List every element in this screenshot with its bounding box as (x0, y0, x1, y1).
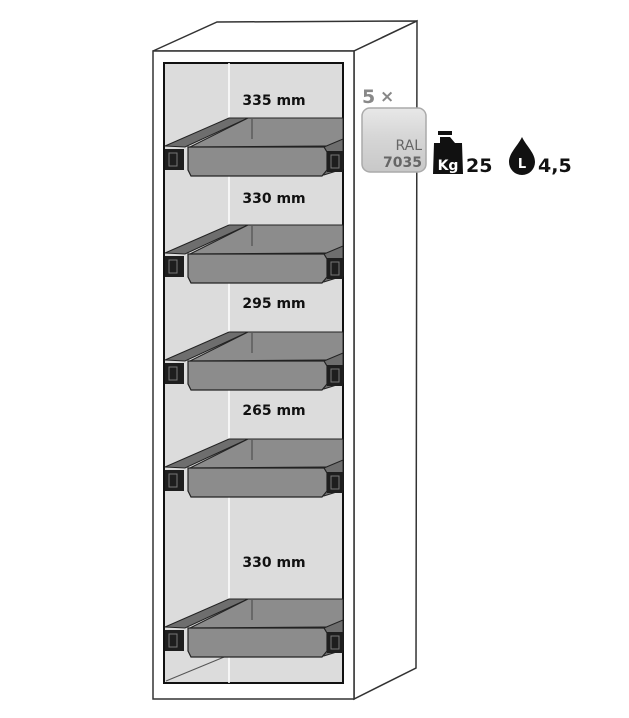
weight-icon: Kg (433, 131, 463, 174)
shelf-bracket-right (327, 365, 343, 386)
pullout-shelf (164, 224, 344, 284)
multiply-icon: × (380, 87, 394, 107)
shelf-bracket-left (165, 470, 184, 491)
shelf-bracket-left (165, 149, 184, 170)
liquid-drop-icon-text: L (518, 157, 526, 172)
compartment-labels: 335 mm 330 mm 295 mm 265 mm 330 mm (242, 93, 305, 571)
shelf-bracket-right (327, 472, 343, 493)
shelf-tray-floor (189, 224, 344, 255)
shelf-bracket-left (165, 363, 184, 384)
pullout-shelf (164, 598, 344, 658)
compartment-height-label: 330 mm (242, 555, 305, 571)
compartment-height-label: 295 mm (242, 296, 305, 312)
shelf-bracket-left-detail (168, 633, 178, 648)
pullout-shelf (164, 331, 344, 391)
shelf-bracket-left (165, 630, 184, 651)
sump-volume-value: 4,5 (538, 155, 572, 177)
shelf-tray-floor (189, 117, 344, 148)
shelf-bracket-right-detail (330, 475, 340, 490)
load-capacity-value: 25 (466, 155, 492, 177)
shelf-front-lip (187, 146, 328, 177)
shelf-bracket-right (327, 632, 343, 653)
shelf-front-lip (187, 467, 328, 498)
interior-floor-edge (165, 654, 230, 682)
shelf-bracket-right-detail (330, 261, 340, 276)
shelf-bracket-left (165, 256, 184, 277)
ral-color-swatch: RAL 7035 (361, 107, 427, 173)
shelf-front-lip (187, 360, 328, 391)
shelf-bracket-right-detail (330, 635, 340, 650)
weight-icon-text: Kg (438, 158, 459, 174)
ral-label: RAL (395, 138, 422, 154)
shelf-bracket-left-detail (168, 259, 178, 274)
shelf-bracket-right (327, 258, 343, 279)
shelf-front-lip (187, 627, 328, 658)
shelf-count: 5 (362, 86, 375, 108)
shelf-tray-floor (189, 331, 344, 362)
shelf-front-lip (187, 253, 328, 284)
compartment-height-label: 330 mm (242, 191, 305, 207)
compartment-height-label: 265 mm (242, 403, 305, 419)
ral-code: 7035 (383, 155, 422, 171)
shelf-bracket-right-detail (330, 154, 340, 169)
shelf-tray-floor (189, 598, 344, 629)
pullout-shelf (164, 117, 344, 177)
shelf-bracket-right (327, 151, 343, 172)
shelf-bracket-left-detail (168, 366, 178, 381)
shelf-bracket-left-detail (168, 473, 178, 488)
shelf-bracket-right-detail (330, 368, 340, 383)
compartment-height-label: 335 mm (242, 93, 305, 109)
liquid-drop-icon: L (509, 137, 535, 175)
shelf-bracket-left-detail (168, 152, 178, 167)
shelves (164, 117, 344, 658)
shelf-tray-floor (189, 438, 344, 469)
pullout-shelf (164, 438, 344, 498)
